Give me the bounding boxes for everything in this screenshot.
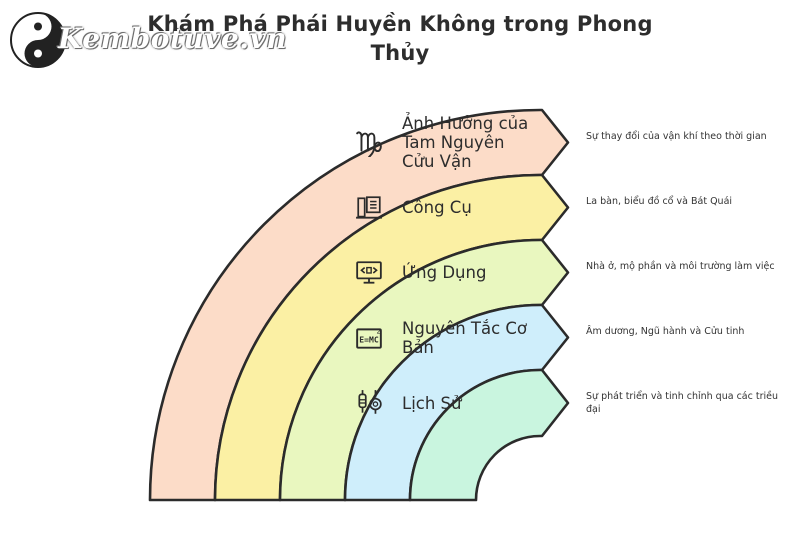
monitor-code-icon	[356, 260, 382, 284]
band-label-line: Cửu Vận	[402, 152, 472, 171]
band-description: Âm dương, Ngũ hành và Cửu tinh	[586, 325, 745, 337]
books-icon	[356, 195, 382, 219]
svg-text:2: 2	[377, 327, 381, 335]
page-title: Khám Phá Phái Huyền Không trong Phong	[147, 12, 653, 36]
band-description: Nhà ở, mộ phần và môi trường làm việc	[586, 260, 775, 272]
svg-text:E=MC: E=MC	[359, 335, 379, 344]
band-label-line: Lịch Sử	[402, 393, 462, 413]
lanterns-icon	[358, 390, 382, 414]
virgo-icon	[356, 130, 382, 157]
band-description: Sự phát triển và tinh chỉnh qua các triề…	[586, 391, 778, 415]
band-label-line: Ảnh Hưởng của	[402, 114, 529, 133]
band-5	[408, 368, 570, 502]
page-title-continued: Thủy	[370, 41, 430, 65]
band-label-line: Tam Nguyên	[402, 133, 505, 152]
band-label-line: Bản	[402, 337, 434, 357]
band-description: Sự thay đổi của vận khí theo thời gian	[586, 130, 767, 142]
band-label: Lịch Sử	[402, 394, 461, 413]
watermark: Kembotuve.vn	[58, 22, 288, 55]
band-description: La bàn, biểu đồ cổ và Bát Quái	[586, 195, 733, 207]
band-label-line: Công Cụ	[402, 198, 472, 217]
band-label-line: Nguyên Tắc Cơ	[402, 318, 528, 338]
band-label: Công Cụ	[402, 198, 472, 217]
band-label: Ứng Dụng	[402, 263, 486, 282]
band-label-line: Ứng Dụng	[402, 263, 487, 282]
yin-yang-logo	[10, 12, 66, 68]
formula-icon: E=MC2	[356, 327, 382, 349]
